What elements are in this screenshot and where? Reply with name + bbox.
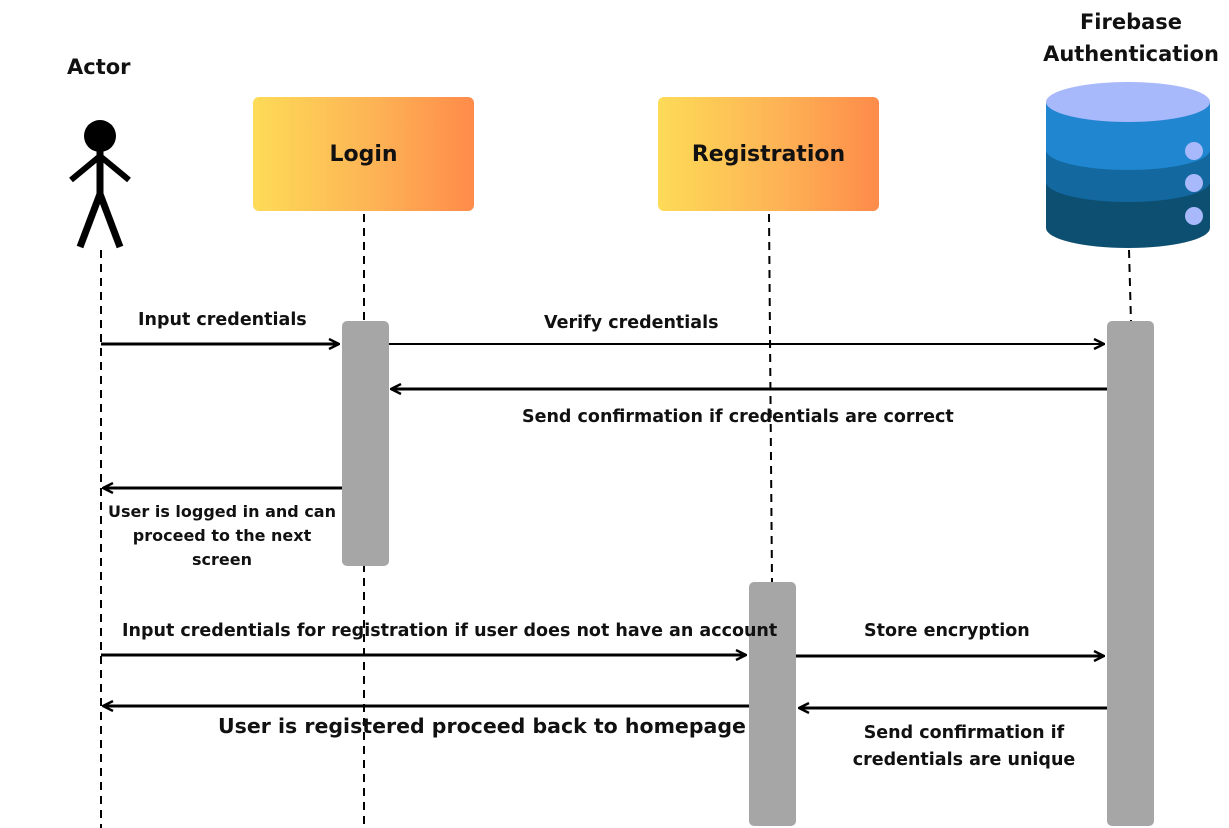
registration-lifeline — [768, 213, 773, 583]
login-label: Login — [329, 141, 398, 167]
actor-title: Actor — [67, 55, 131, 79]
firebase-title: Firebase Authentication — [1043, 10, 1219, 66]
msg-send-confirmation-correct: Send confirmation if credentials are cor… — [522, 407, 954, 427]
msg-user-logged-in: User is logged in and can proceed to the… — [108, 502, 336, 569]
firebase-activation-bar — [1107, 321, 1154, 826]
msg-input-registration: Input credentials for registration if us… — [122, 621, 778, 641]
msg-user-registered: User is registered proceed back to homep… — [218, 714, 746, 738]
login-box: Login — [253, 97, 474, 211]
firebase-lifeline — [1128, 249, 1132, 323]
registration-box: Registration — [658, 97, 879, 211]
stick-figure-icon — [69, 120, 131, 249]
registration-activation-bar — [749, 582, 796, 826]
msg-input-credentials: Input credentials — [138, 310, 307, 330]
msg-store-encryption: Store encryption — [864, 621, 1030, 641]
msg-send-confirmation-unique: Send confirmation if credentials are uni… — [852, 723, 1076, 770]
database-cylinder-icon — [1046, 82, 1210, 248]
msg-verify-credentials: Verify credentials — [544, 313, 719, 333]
registration-label: Registration — [691, 141, 846, 167]
login-activation-bar — [342, 321, 389, 566]
